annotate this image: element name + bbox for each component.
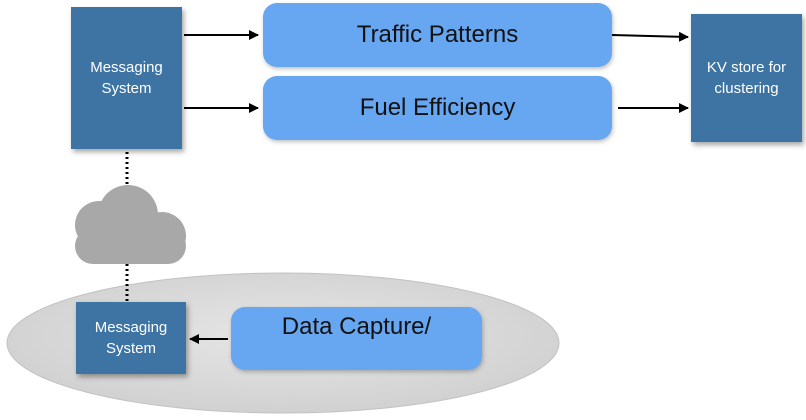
messaging-system-top-box: Messaging System [71, 7, 182, 149]
fuel-efficiency-label: Fuel Efficiency [359, 94, 516, 121]
kv-store-label: KV store for clustering [706, 59, 787, 97]
fuel-efficiency-box: Fuel Efficiency [263, 76, 612, 140]
messaging-system-bottom-label: Messaging System [94, 319, 168, 357]
traffic-patterns-label: Traffic Patterns [356, 21, 519, 48]
data-capture-box: Data Capture/ [231, 307, 482, 370]
cloud-icon [75, 185, 186, 264]
messaging-system-bottom-box: Messaging System [76, 302, 186, 374]
data-capture-label: Data Capture/ [281, 313, 432, 340]
messaging-system-top-label: Messaging System [90, 59, 163, 97]
kv-store-box: KV store for clustering [691, 14, 802, 142]
traffic-patterns-box: Traffic Patterns [263, 3, 612, 67]
arrow-traffic-to-kv [611, 31, 689, 42]
